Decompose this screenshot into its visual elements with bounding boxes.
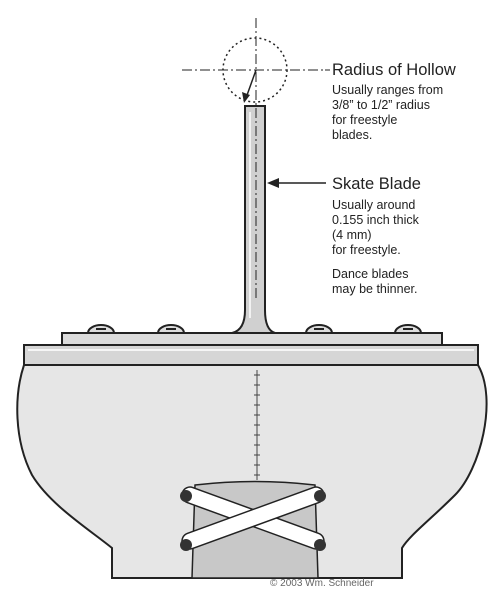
skate-blade xyxy=(231,105,276,334)
blade-note: Dance blades may be thinner. xyxy=(332,267,417,297)
sole-plate xyxy=(23,344,479,366)
blade-title: Skate Blade xyxy=(332,175,421,193)
boot-laces xyxy=(180,486,326,551)
radius-arrow xyxy=(245,69,257,99)
blade-description: Usually around 0.155 inch thick (4 mm) f… xyxy=(332,198,419,258)
hollow-line: 3/8” to 1/2” radius xyxy=(332,98,430,112)
blade-note-line: Dance blades xyxy=(332,267,409,281)
blade-line: for freestyle. xyxy=(332,243,401,257)
hollow-radius-circle xyxy=(222,37,288,103)
plate-screws xyxy=(86,324,423,334)
hollow-description: Usually ranges from 3/8” to 1/2” radius … xyxy=(332,83,443,143)
blade-line: Usually around xyxy=(332,198,416,212)
boot-body xyxy=(16,364,488,579)
blade-line: (4 mm) xyxy=(332,228,372,242)
hollow-title: Radius of Hollow xyxy=(332,61,456,79)
hollow-line: Usually ranges from xyxy=(332,83,444,97)
boot-stitches xyxy=(254,374,260,476)
copyright-credit: © 2003 Wm. Schneider xyxy=(270,578,374,589)
blade-line: 0.155 inch thick xyxy=(332,213,419,227)
hollow-line: blades. xyxy=(332,128,373,142)
hollow-line: for freestyle xyxy=(332,113,398,127)
blade-mounting-plate xyxy=(61,332,443,346)
blade-note-line: may be thinner. xyxy=(332,282,418,296)
